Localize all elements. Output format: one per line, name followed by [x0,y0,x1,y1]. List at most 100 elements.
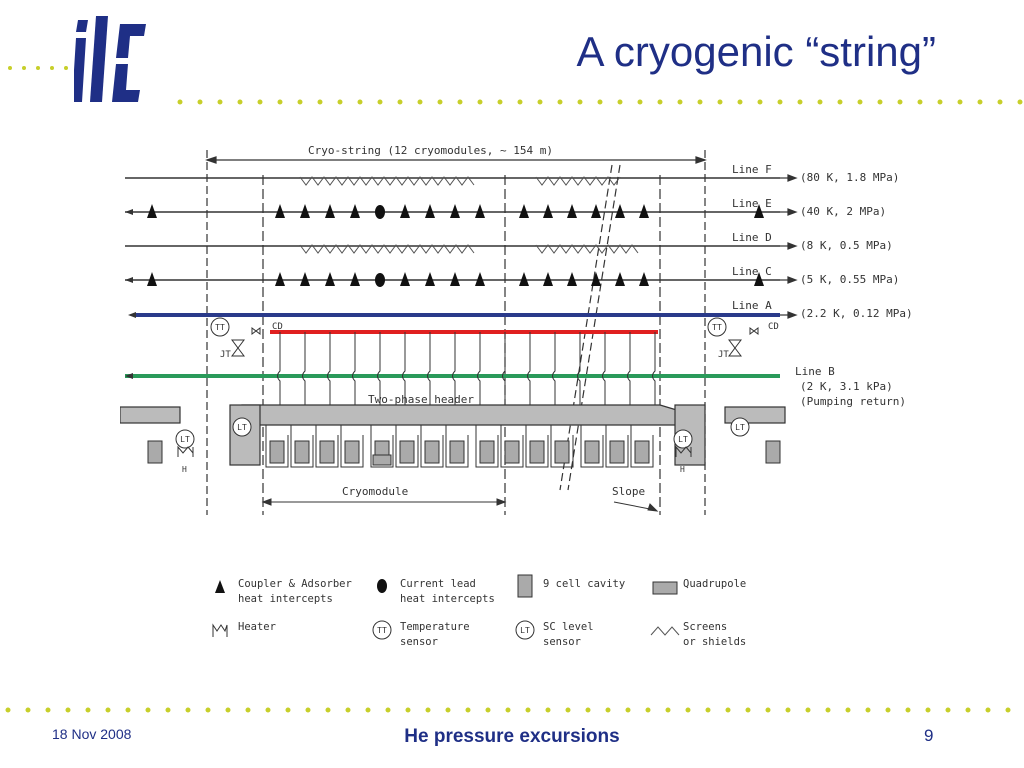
cavity-icon [554,440,570,464]
heater-label: H [680,465,685,474]
cavity-icon [294,440,310,464]
triangle-icon [425,272,435,286]
legend-label: 9 cell cavity [543,578,625,590]
slope-label: Slope [612,485,645,498]
cryo-string-diagram: TT TT LT LT LT LT CD CD JT JT H H Cryo-s… [120,144,913,648]
level-sensor-icon [175,429,195,449]
shield-icon [535,176,621,186]
cavity-pipe [265,425,289,468]
cavity-icon [147,440,163,464]
quadrupole-icon [652,581,678,595]
dot-icon [377,579,387,593]
heater-icon [177,445,194,457]
jt-valve-icon [728,339,742,357]
level-sensor-icon [673,429,693,449]
line-name: Line C [732,265,772,278]
feed-dropper [352,332,356,405]
legend-label: Quadrupole [683,578,746,590]
level-sensor-icon: LT [515,620,535,640]
triangle-icon [147,272,157,286]
line-b-name: Line B [795,365,835,378]
shield-icon [299,176,475,186]
feed-dropper [602,332,606,405]
triangle-icon [325,204,335,218]
line-name: Line E [732,197,772,210]
cavity-pipe [315,425,339,468]
lt-label: LT [678,435,688,444]
triangle-icon [543,204,553,218]
heater-icon [675,445,692,457]
legend-label: Heater [238,621,276,633]
feed-dropper [577,332,581,405]
temperature-sensor-icon [707,317,727,337]
footer-title: He pressure excursions [404,726,620,747]
cavity-pipe [500,425,524,468]
legend-label: SC level [543,621,594,633]
page-number: 9 [924,726,934,745]
triangle-icon [350,272,360,286]
triangle-icon [325,272,335,286]
triangle-icon [147,204,157,218]
triangle-icon [400,272,410,286]
triangle-icon [300,204,310,218]
jt-label: JT [718,350,729,360]
cavity-pipe [395,425,419,468]
cavity-icon [479,440,495,464]
line-spec: (2.2 K, 0.12 MPa) [800,307,913,320]
line-b-spec2: (Pumping return) [800,395,906,408]
feed-dropper [477,332,481,405]
cd-label: CD [768,322,779,332]
feed-dropper [527,332,531,405]
triangle-icon [300,272,310,286]
line-b-spec: (2 K, 3.1 kPa) [800,380,893,393]
cd-valve-icon [251,327,261,335]
triangle-icon [275,204,285,218]
dot-icon [375,273,385,287]
feed-dropper [277,332,281,405]
triangle-icon [754,272,764,286]
cavity-pipe [550,425,574,468]
feed-dropper [452,332,456,405]
two-phase-header-label: Two-phase header [368,393,474,406]
triangle-icon [519,272,529,286]
cavity-icon [319,440,335,464]
triangle-icon [754,204,764,218]
feed-dropper [427,332,431,405]
triangle-icon [591,204,601,218]
cavity-icon [634,440,650,464]
triangle-icon [425,204,435,218]
cavity-pipe [340,425,364,468]
svg-text:LT: LT [520,626,530,635]
lt-label: LT [237,423,247,432]
shield-icon [299,244,475,254]
tt-label: TT [215,323,225,332]
legend-label: Coupler & Adsorber [238,578,352,590]
cryomodule-label: Cryomodule [342,485,408,498]
cavity-pipe [580,425,604,468]
span-label: Cryo-string (12 cryomodules, ~ 154 m) [308,144,553,157]
heater-icon [212,623,228,637]
cavity-pipe [525,425,549,468]
triangle-icon [591,272,601,286]
cavity-icon [584,440,600,464]
feed-dropper [377,332,381,405]
legend-label: heat intercepts [238,593,333,605]
triangle-icon [639,272,649,286]
line-name: Line D [732,231,772,244]
triangle-icon [639,204,649,218]
triangle-icon [450,272,460,286]
line-name: Line F [732,163,772,176]
ilc-logo [74,16,146,102]
triangle-icon [350,204,360,218]
cavity-icon [529,440,545,464]
triangle-icon [400,204,410,218]
cavity-pipe [370,425,394,468]
feed-dropper [327,332,331,405]
lt-label: LT [735,423,745,432]
cavity-pipe [605,425,629,468]
two-phase-header-pipe [241,404,681,426]
cavity-icon [269,440,285,464]
cavity-pipe [630,425,654,468]
shield-icon [650,626,680,636]
level-sensor-icon [232,417,252,437]
